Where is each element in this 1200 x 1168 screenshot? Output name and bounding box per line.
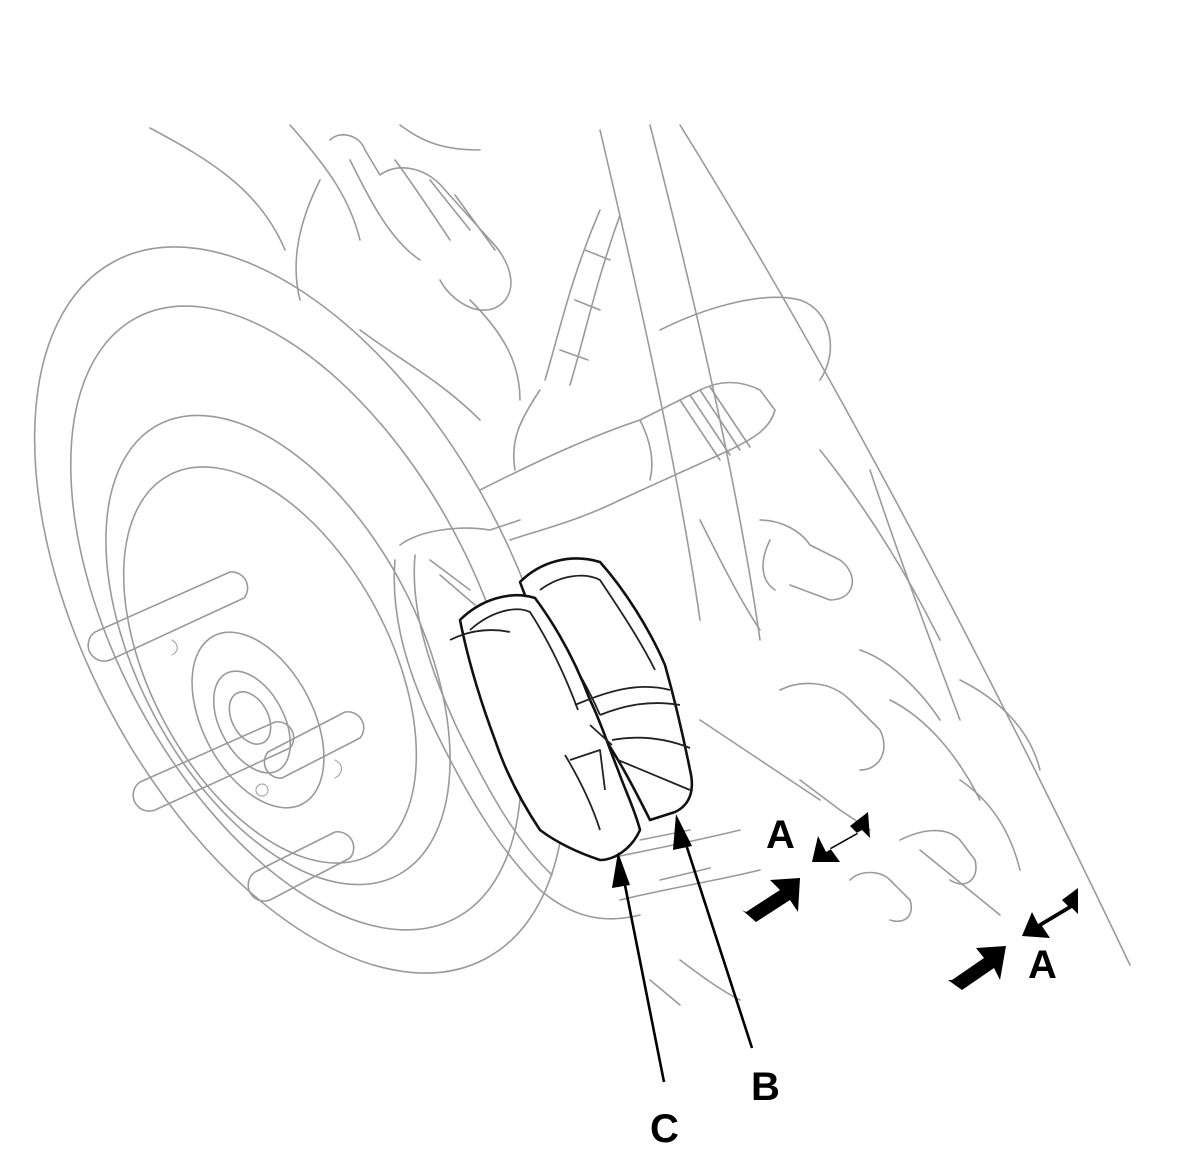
brake-pads bbox=[449, 557, 694, 862]
arrowhead-c-icon bbox=[612, 852, 630, 888]
background-line-art bbox=[33, 124, 1131, 1006]
inner-brake-pad bbox=[458, 593, 642, 862]
label-b: B bbox=[751, 1065, 780, 1109]
leader-line-c bbox=[620, 869, 666, 1083]
leader-line-b bbox=[680, 831, 754, 1049]
label-a-lower: A bbox=[1028, 943, 1057, 987]
arrow-pair-a-upper-icon bbox=[742, 812, 870, 922]
label-c: C bbox=[650, 1107, 679, 1151]
arrow-pair-a-lower-icon bbox=[948, 888, 1078, 990]
arrowhead-b-icon bbox=[673, 814, 692, 850]
label-a-upper: A bbox=[766, 813, 795, 857]
callouts: A A B C bbox=[612, 812, 1078, 1151]
